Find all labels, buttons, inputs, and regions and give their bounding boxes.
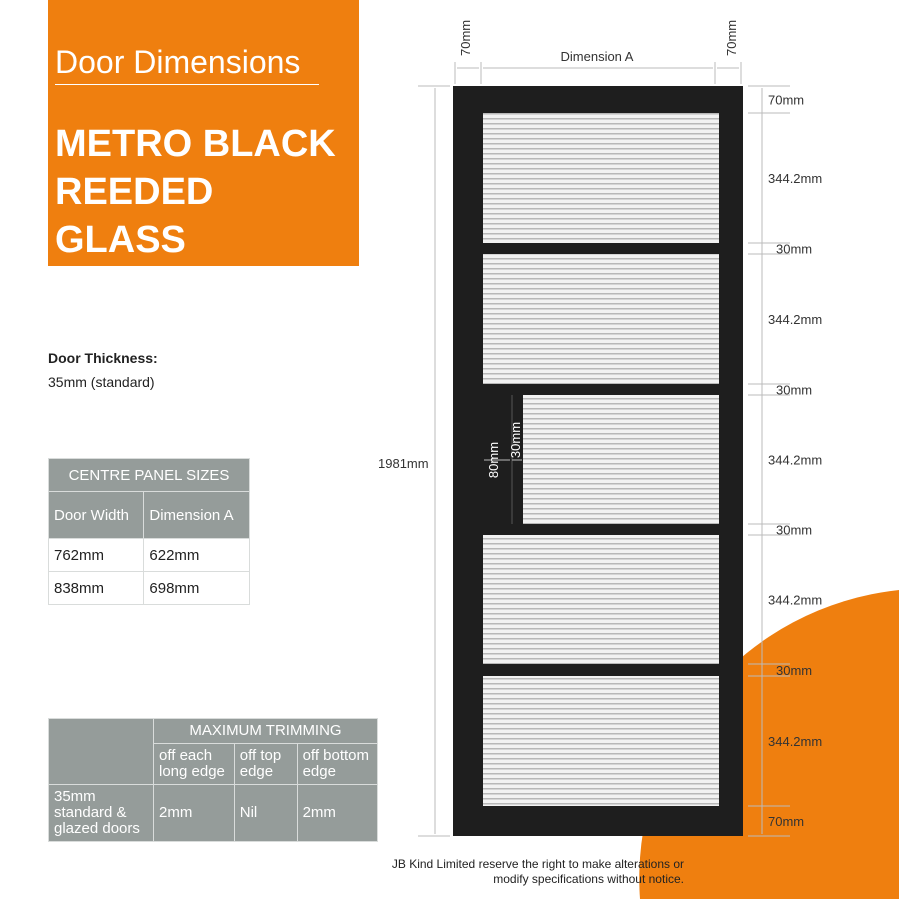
table-header: off each long edge xyxy=(153,743,235,785)
table-cell: 762mm xyxy=(47,538,145,572)
dim-right-label: 344.2mm xyxy=(768,312,822,327)
dim-right-label: 30mm xyxy=(776,242,812,257)
dim-top-right: 70mm xyxy=(724,20,739,56)
thickness-value: 35mm (standard) xyxy=(48,374,155,390)
table-cell: 2mm xyxy=(153,784,235,842)
subtitle: Door Dimensions xyxy=(55,44,319,85)
dim-right-label: 30mm xyxy=(776,383,812,398)
reeded-glass-panel xyxy=(523,395,719,524)
dim-inner-30: 30mm xyxy=(508,422,523,458)
reeded-glass-panel xyxy=(483,254,719,384)
dim-right-label: 70mm xyxy=(768,93,804,108)
dim-right-label: 344.2mm xyxy=(768,734,822,749)
thickness-label: Door Thickness: xyxy=(48,350,158,366)
row-label: 35mm standard & glazed doors xyxy=(48,784,154,842)
table-cell: 698mm xyxy=(143,571,250,605)
table-cell: Nil xyxy=(233,784,298,842)
table-title: CENTRE PANEL SIZES xyxy=(48,458,250,492)
dim-right-label: 344.2mm xyxy=(768,593,822,608)
dim-right-label: 70mm xyxy=(768,814,804,829)
reeded-glass-panel xyxy=(483,113,719,243)
dim-right-label: 30mm xyxy=(776,523,812,538)
table-cell: 838mm xyxy=(47,571,145,605)
table-cell: 2mm xyxy=(296,784,379,842)
reeded-glass-panel xyxy=(483,535,719,664)
title-banner: Door Dimensions METRO BLACK REEDED GLASS xyxy=(48,0,359,266)
dim-right-label: 30mm xyxy=(776,663,812,678)
page-title: METRO BLACK REEDED GLASS xyxy=(55,120,355,264)
table-title: MAXIMUM TRIMMING xyxy=(153,718,378,744)
dim-top-left: 70mm xyxy=(458,20,473,56)
dim-height: 1981mm xyxy=(378,456,429,471)
dim-inner-80: 80mm xyxy=(486,442,501,478)
dim-right-label: 344.2mm xyxy=(768,453,822,468)
title-line: GLASS xyxy=(55,219,186,261)
disclaimer-line: JB Kind Limited reserve the right to mak… xyxy=(391,857,684,871)
table-header: Door Width xyxy=(47,491,145,539)
table-header: off bottom edge xyxy=(296,743,379,785)
title-line: METRO BLACK xyxy=(55,123,336,165)
title-line: REEDED xyxy=(55,171,214,213)
reeded-glass-panel xyxy=(483,676,719,806)
table-cell: 622mm xyxy=(143,538,250,572)
dim-right-label: 344.2mm xyxy=(768,171,822,186)
table-header: Dimension A xyxy=(143,491,250,539)
dim-a-label: Dimension A xyxy=(561,49,634,64)
table-header: off top edge xyxy=(233,743,298,785)
disclaimer: JB Kind Limited reserve the right to mak… xyxy=(360,857,684,887)
disclaimer-line: modify specifications without notice. xyxy=(493,872,684,886)
